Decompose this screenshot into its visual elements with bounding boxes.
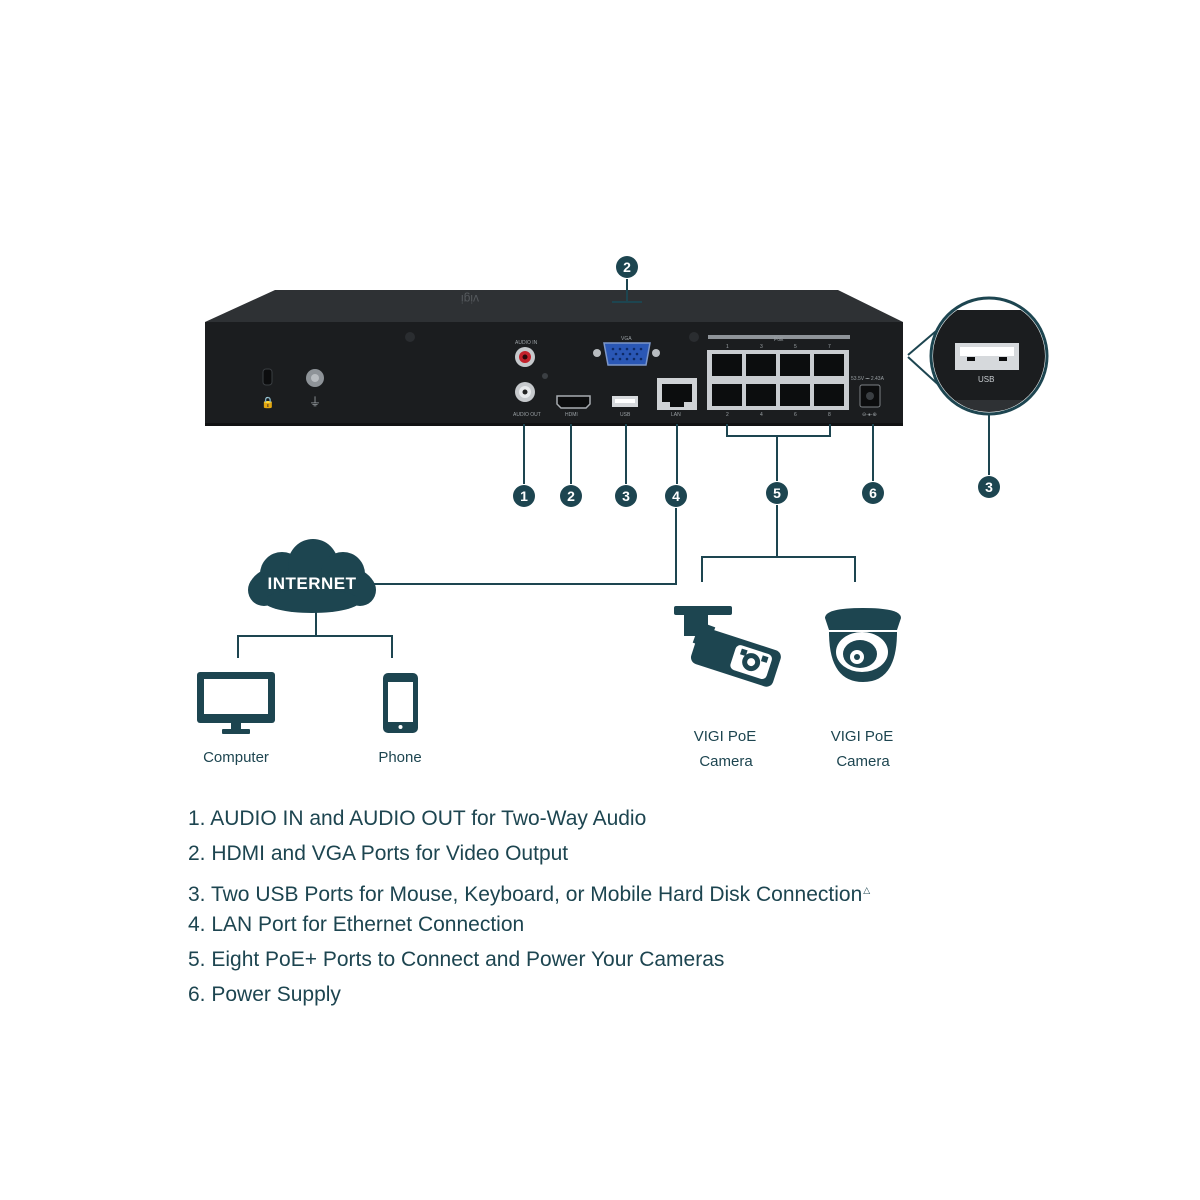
poe-port bbox=[746, 354, 776, 376]
camera-1-label-line1: VIGI PoE bbox=[694, 728, 757, 745]
bullet-camera-icon bbox=[674, 606, 781, 687]
phone-icon bbox=[383, 673, 418, 733]
vga-label: VGA bbox=[621, 336, 632, 342]
legend-item-text: 3. Two USB Ports for Mouse, Keyboard, or… bbox=[188, 882, 863, 906]
led-indicator bbox=[542, 373, 548, 379]
vga-screw bbox=[652, 349, 660, 357]
legend-item: 3. Two USB Ports for Mouse, Keyboard, or… bbox=[188, 875, 870, 910]
svg-text:3: 3 bbox=[985, 479, 993, 495]
internet-cloud-icon bbox=[248, 539, 376, 613]
legend-item-text: 6. Power Supply bbox=[188, 983, 341, 1007]
power-rating-label: 53.5V ⎓ 2.43A bbox=[851, 376, 885, 382]
camera-2-label-line1: VIGI PoE bbox=[831, 728, 894, 745]
poe-port-number: 8 bbox=[828, 412, 831, 418]
audio-out-label: AUDIO OUT bbox=[513, 412, 541, 418]
svg-text:4: 4 bbox=[672, 488, 680, 504]
callout-badge: 5 bbox=[766, 482, 788, 504]
callout-badge: 3 bbox=[615, 485, 637, 507]
legend-item: 5. Eight PoE+ Ports to Connect and Power… bbox=[188, 945, 870, 980]
lock-icon: 🔒 bbox=[261, 396, 275, 409]
nvr-device: vigi 🔒 ⏚ AUDIO IN AUDIO OUT VGA HD bbox=[205, 290, 903, 426]
callout-badge: 1 bbox=[513, 485, 535, 507]
legend-item-text: 4. LAN Port for Ethernet Connection bbox=[188, 912, 525, 936]
network-lines bbox=[237, 505, 856, 658]
camera-1-label-line2: Camera bbox=[699, 753, 753, 770]
hdmi-port bbox=[556, 395, 591, 409]
turret-camera-icon bbox=[825, 608, 901, 682]
legend-item: 6. Power Supply bbox=[188, 980, 870, 1015]
computer-label: Computer bbox=[203, 749, 269, 766]
poe-port-number: 5 bbox=[794, 344, 797, 350]
legend-item-text: 5. Eight PoE+ Ports to Connect and Power… bbox=[188, 948, 725, 972]
screw-icon bbox=[689, 332, 699, 342]
legend-item: 1. AUDIO IN and AUDIO OUT for Two-Way Au… bbox=[188, 804, 870, 839]
svg-text:3: 3 bbox=[622, 488, 630, 504]
audio-in-label: AUDIO IN bbox=[515, 340, 538, 346]
camera-2-label-line2: Camera bbox=[836, 753, 890, 770]
phone-label: Phone bbox=[378, 749, 421, 766]
poe-port-number: 1 bbox=[726, 344, 729, 350]
vga-port bbox=[603, 342, 651, 366]
legend-item-text: 1. AUDIO IN and AUDIO OUT for Two-Way Au… bbox=[188, 807, 647, 830]
computer-icon bbox=[197, 672, 275, 734]
poe-port-number: 4 bbox=[760, 412, 763, 418]
lan-label: LAN bbox=[671, 412, 681, 418]
svg-text:2: 2 bbox=[567, 488, 575, 504]
callout-badge: 6 bbox=[862, 482, 884, 504]
poe-port bbox=[814, 354, 844, 376]
poe-ports bbox=[712, 354, 844, 406]
usb-zoom-inset: USB bbox=[929, 296, 1049, 416]
poe-port-number: 6 bbox=[794, 412, 797, 418]
callout-badge: 2 bbox=[616, 256, 638, 278]
nvr-top-surface bbox=[205, 290, 903, 322]
poe-port bbox=[746, 384, 776, 406]
svg-text:5: 5 bbox=[773, 485, 781, 501]
vga-screw bbox=[593, 349, 601, 357]
callout-badge: 4 bbox=[665, 485, 687, 507]
poe-port-number: 3 bbox=[760, 344, 763, 350]
legend-item-text: 2. HDMI and VGA Ports for Video Output bbox=[188, 842, 569, 866]
callout-badge: 2 bbox=[560, 485, 582, 507]
poe-port bbox=[780, 354, 810, 376]
legend-item: 2. HDMI and VGA Ports for Video Output bbox=[188, 839, 870, 874]
hdmi-label: HDMI bbox=[565, 412, 578, 418]
screw-icon bbox=[405, 332, 415, 342]
internet-label: INTERNET bbox=[268, 574, 357, 593]
poe-port bbox=[712, 384, 742, 406]
poe-port bbox=[780, 384, 810, 406]
poe-label-bar bbox=[708, 335, 850, 339]
polarity-symbol: ⊖-●-⊕ bbox=[862, 412, 877, 418]
nvr-brand-logo: vigi bbox=[461, 292, 479, 306]
usb-zoom-label: USB bbox=[978, 375, 994, 384]
poe-port-number: 7 bbox=[828, 344, 831, 350]
ground-symbol-icon: ⏚ bbox=[309, 395, 321, 409]
legend-item: 4. LAN Port for Ethernet Connection bbox=[188, 910, 870, 945]
kensington-lock-slot bbox=[262, 368, 273, 386]
poe-label: PoE bbox=[774, 337, 784, 343]
poe-port bbox=[712, 354, 742, 376]
feature-legend: 1. AUDIO IN and AUDIO OUT for Two-Way Au… bbox=[188, 804, 870, 1016]
svg-text:6: 6 bbox=[869, 485, 877, 501]
callout-badges: 2 1 2 3 4 5 6 3 bbox=[513, 256, 1000, 507]
callout-badge: 3 bbox=[978, 476, 1000, 498]
poe-port-number: 2 bbox=[726, 412, 729, 418]
svg-text:2: 2 bbox=[623, 259, 631, 275]
footnote-mark: △ bbox=[863, 884, 871, 895]
poe-port bbox=[814, 384, 844, 406]
usb-label: USB bbox=[620, 412, 631, 418]
svg-text:1: 1 bbox=[520, 488, 528, 504]
